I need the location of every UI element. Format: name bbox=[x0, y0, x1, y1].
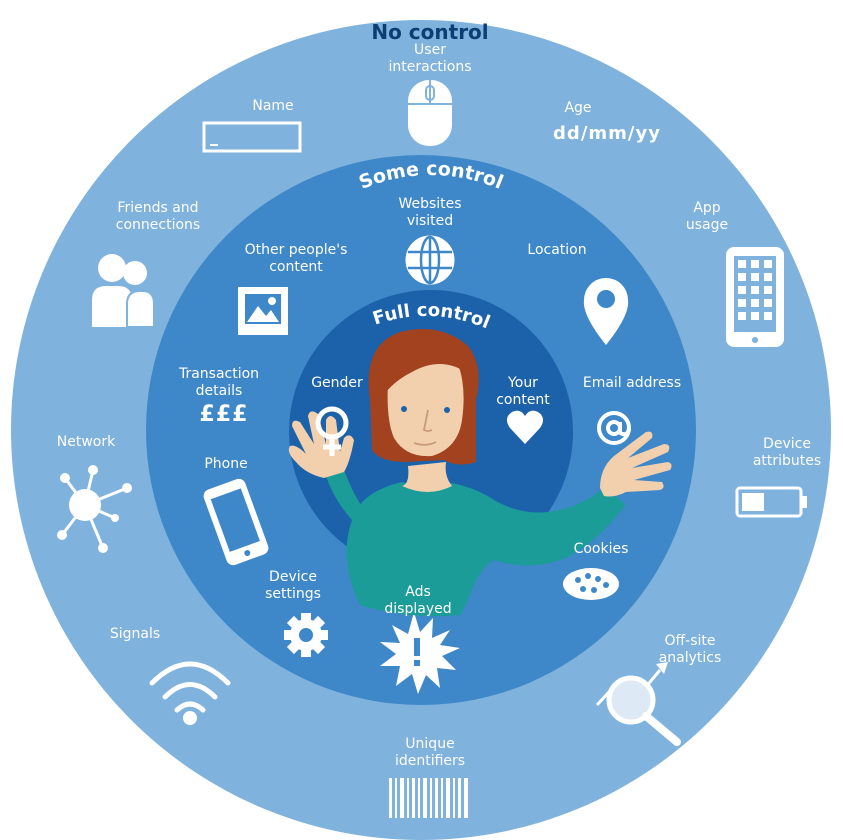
location-label: Location bbox=[527, 242, 587, 258]
cookies-label: Cookies bbox=[573, 541, 629, 557]
email-label: Email address bbox=[582, 375, 682, 391]
heart-icon bbox=[506, 410, 544, 444]
transaction-value: £££ bbox=[199, 402, 249, 427]
friends-label: Friends and connections bbox=[115, 200, 201, 233]
at-sign-icon bbox=[597, 411, 631, 445]
ads-displayed-label: Ads displayed bbox=[384, 584, 452, 617]
signals-label: Signals bbox=[109, 626, 161, 642]
websites-visited-label: Websites visited bbox=[398, 196, 462, 229]
app-usage-label: App usage bbox=[685, 200, 729, 233]
photo-icon bbox=[238, 287, 288, 335]
network-label: Network bbox=[56, 434, 116, 450]
barcode-icon bbox=[389, 778, 468, 818]
female-symbol-icon bbox=[315, 406, 349, 456]
globe-icon bbox=[405, 235, 455, 285]
text-field-icon bbox=[202, 121, 302, 153]
location-pin-icon bbox=[583, 278, 629, 345]
battery-icon bbox=[735, 486, 807, 518]
age-label: Age bbox=[564, 100, 592, 116]
unique-identifiers-label: Unique identifiers bbox=[394, 736, 466, 769]
offsite-analytics-label: Off-site analytics bbox=[658, 633, 722, 666]
cookie-icon bbox=[563, 568, 619, 600]
phone-icon bbox=[203, 478, 269, 566]
user-interactions-label: User interactions bbox=[388, 42, 472, 75]
gender-label: Gender bbox=[311, 375, 363, 391]
analytics-magnifier-icon bbox=[595, 662, 681, 746]
tablet-icon bbox=[726, 247, 784, 347]
transaction-details-label: Transaction details bbox=[178, 366, 260, 399]
wifi-icon bbox=[149, 661, 231, 725]
mouse-icon bbox=[408, 80, 452, 146]
network-icon bbox=[57, 465, 132, 553]
name-label: Name bbox=[252, 98, 294, 114]
other-content-label: Other people's content bbox=[244, 242, 348, 275]
age-format-value: dd/mm/yy bbox=[553, 123, 661, 144]
device-settings-label: Device settings bbox=[265, 569, 321, 602]
no-control-title: No control bbox=[371, 20, 489, 44]
burst-alert-icon bbox=[380, 612, 460, 694]
phone-label: Phone bbox=[204, 456, 248, 472]
people-icon bbox=[92, 254, 155, 328]
your-content-label: Your content bbox=[496, 375, 550, 408]
person-illustration bbox=[288, 329, 672, 617]
device-attributes-label: Device attributes bbox=[752, 436, 822, 469]
gear-icon bbox=[284, 613, 328, 657]
